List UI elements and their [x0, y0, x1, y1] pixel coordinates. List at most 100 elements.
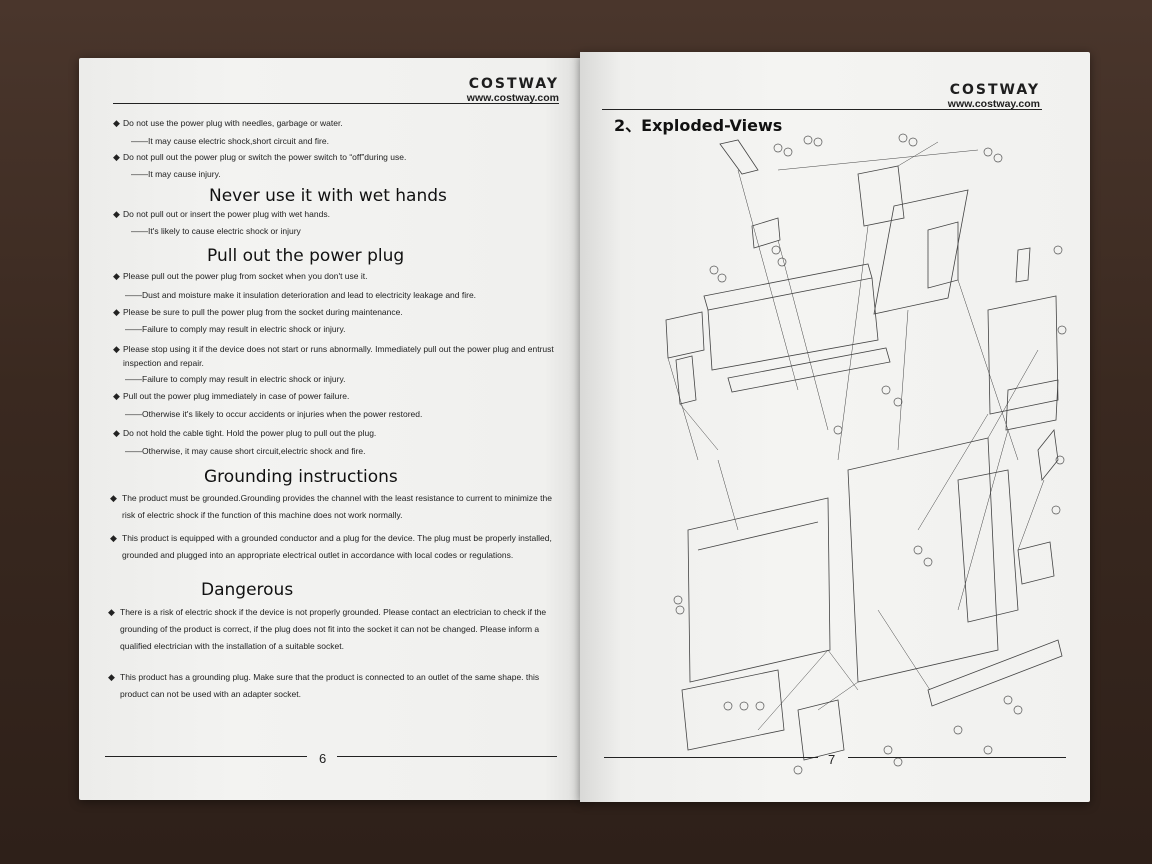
part-outline: [675, 355, 697, 405]
left-page: COSTWAY www.costway.com ◆Do not use the …: [79, 58, 585, 800]
callout-circle: [739, 701, 749, 711]
callout-circle: [793, 765, 803, 775]
bullet-sub: ——Dust and moisture make it insulation d…: [125, 290, 477, 300]
bullet-item: ◆Do not use the power plug with needles,…: [113, 118, 343, 128]
callout-circle: [675, 605, 685, 615]
footer-rule-right: [848, 757, 1066, 758]
callout-circle: [773, 143, 783, 153]
bullet-text: Please pull out the power plug from sock…: [123, 271, 368, 281]
bullet-text: Do not hold the cable tight. Hold the po…: [123, 428, 377, 438]
callout-circle: [913, 545, 923, 555]
callout-circle: [717, 273, 727, 283]
callout-circle: [883, 745, 893, 755]
bullet-text: Please be sure to pull the power plug fr…: [123, 307, 403, 317]
bullet-item: ◆Do not pull out or insert the power plu…: [113, 209, 330, 219]
callout-circle: [803, 135, 813, 145]
part-outline: [1005, 379, 1059, 431]
part-outline: [707, 277, 879, 371]
bullet-sub: ——Failure to comply may result in electr…: [125, 324, 346, 334]
footer-rule-right: [337, 756, 557, 757]
bullet-item: ◆Please pull out the power plug from soc…: [113, 271, 368, 281]
bullet-text: Do not use the power plug with needles, …: [123, 118, 343, 128]
paragraph: ◆There is a risk of electric shock if th…: [108, 607, 547, 651]
callout-circle: [1003, 695, 1013, 705]
callout-circle: [993, 153, 1003, 163]
brand-name: COSTWAY: [468, 76, 559, 92]
bullet-item: ◆Pull out the power plug immediately in …: [113, 391, 350, 401]
callout-circle: [777, 257, 787, 267]
callout-circle: [755, 701, 765, 711]
exploded-view-diagram: [665, 133, 1067, 775]
paragraph: ◆The product must be grounded.Grounding …: [110, 493, 552, 520]
callout-circle: [673, 595, 683, 605]
paragraph: ◆This product is equipped with a grounde…: [110, 533, 552, 560]
part-outline: [1015, 247, 1031, 283]
callout-circle: [783, 147, 793, 157]
part-outline: [957, 469, 1019, 623]
part-outline: [847, 437, 999, 683]
bullet-text: Pull out the power plug immediately in c…: [123, 391, 350, 401]
section-title: 2、Exploded-Views: [614, 116, 783, 135]
heading-dangerous: Dangerous: [201, 580, 294, 600]
callout-circle: [723, 701, 733, 711]
bullet-item: ◆Please stop using it if the device does…: [113, 344, 554, 354]
callout-circle: [881, 385, 891, 395]
bullet-text: Do not pull out the power plug or switch…: [123, 152, 407, 162]
part-outline: [751, 217, 781, 249]
callout-circle: [833, 425, 843, 435]
part-outline: [681, 669, 785, 751]
callout-circle: [893, 397, 903, 407]
page-number: 6: [319, 751, 327, 766]
bullet-text: Do not pull out or insert the power plug…: [123, 209, 330, 219]
callout-circle: [908, 137, 918, 147]
part-outline: [665, 311, 705, 359]
page-number: 7: [828, 752, 836, 767]
callout-circle: [898, 133, 908, 143]
callout-circle: [1013, 705, 1023, 715]
bullet-continuation: inspection and repair.: [123, 358, 204, 368]
callout-circle: [709, 265, 719, 275]
part-outline: [987, 295, 1059, 415]
callout-circle: [1051, 505, 1061, 515]
footer-rule-left: [105, 756, 307, 757]
part-outline: [857, 165, 905, 227]
brand-logo: COSTWAY www.costway.com: [920, 82, 1040, 110]
heading-pull-out: Pull out the power plug: [207, 246, 405, 266]
paragraph-text: This product is equipped with a grounded…: [122, 533, 552, 560]
callout-circle: [771, 245, 781, 255]
heading-grounding: Grounding instructions: [204, 467, 398, 487]
part-outline: [719, 139, 759, 175]
part-outline: [873, 189, 969, 315]
header-rule: [113, 103, 559, 104]
part-outline: [703, 263, 873, 311]
callout-circle: [893, 757, 903, 767]
brand-url: www.costway.com: [466, 92, 559, 104]
bullet-item: ◆Please be sure to pull the power plug f…: [113, 307, 403, 317]
callout-circle: [983, 147, 993, 157]
callout-circle: [813, 137, 823, 147]
part-outline: [687, 497, 831, 683]
bullet-item: ◆Do not hold the cable tight. Hold the p…: [113, 428, 377, 438]
part-outline: [1037, 429, 1059, 481]
callout-circle: [1057, 325, 1067, 335]
bullet-sub: ——It's likely to cause electric shock or…: [131, 226, 301, 236]
header-rule: [602, 109, 1042, 110]
part-outline: [927, 221, 959, 289]
footer-rule-left: [604, 757, 818, 758]
callout-circle: [923, 557, 933, 567]
paragraph-text: There is a risk of electric shock if the…: [120, 607, 547, 651]
bullet-sub: ——It may cause electric shock,short circ…: [131, 136, 329, 146]
brand-name: COSTWAY: [949, 82, 1040, 98]
leader-lines: [667, 141, 1045, 731]
callout-circle: [1055, 455, 1065, 465]
heading-wet-hands: Never use it with wet hands: [209, 186, 447, 206]
paragraph: ◆This product has a grounding plug. Make…: [108, 672, 540, 699]
part-outline: [927, 639, 1063, 707]
brand-logo: COSTWAY www.costway.com: [439, 76, 559, 104]
part-outline: [797, 699, 845, 761]
paragraph-text: The product must be grounded.Grounding p…: [122, 493, 552, 520]
brand-url: www.costway.com: [947, 98, 1040, 110]
part-outline: [1017, 541, 1055, 585]
bullet-sub: ——It may cause injury.: [131, 169, 221, 179]
paragraph-text: This product has a grounding plug. Make …: [120, 672, 540, 699]
